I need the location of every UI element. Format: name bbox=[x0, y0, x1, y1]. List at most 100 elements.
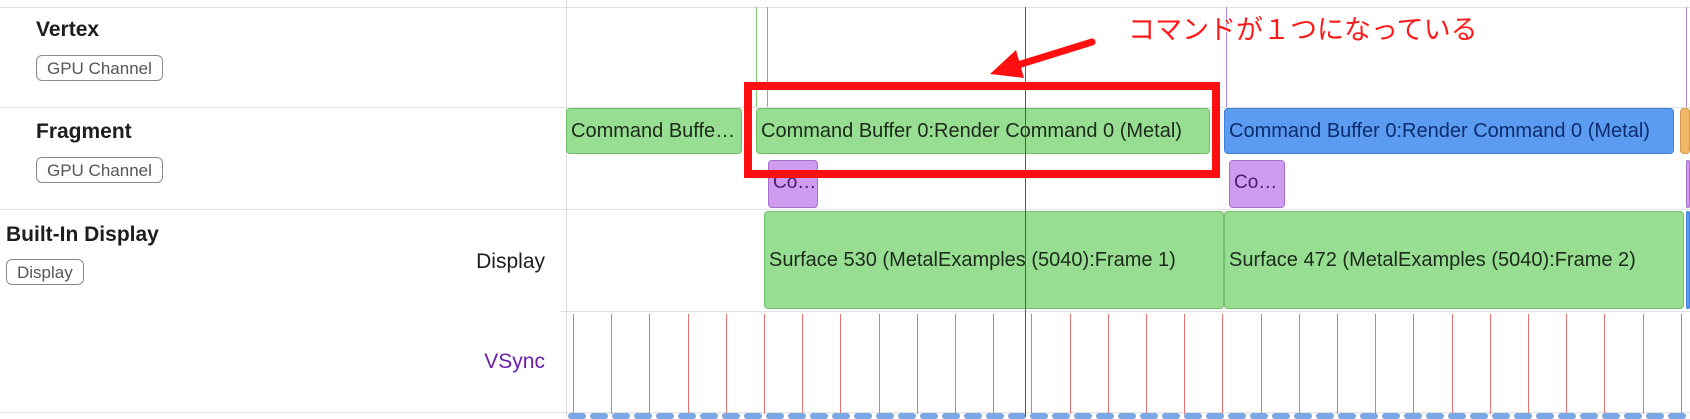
vsync-tick[interactable] bbox=[1452, 314, 1453, 414]
vsync-tick[interactable] bbox=[764, 314, 765, 414]
vsync-tick[interactable] bbox=[1413, 314, 1414, 414]
footer-cell bbox=[1184, 413, 1202, 419]
vsync-tick[interactable] bbox=[1222, 314, 1223, 414]
vertex-track-title: Vertex bbox=[36, 18, 100, 41]
vsync-tick[interactable] bbox=[917, 314, 918, 414]
footer-cell bbox=[678, 413, 696, 419]
footer-cell bbox=[1206, 413, 1224, 419]
vsync-tick[interactable] bbox=[573, 314, 574, 414]
footer-cell bbox=[1162, 413, 1180, 419]
footer-cell bbox=[656, 413, 674, 419]
vsync-tick[interactable] bbox=[611, 314, 612, 414]
playhead-cursor[interactable] bbox=[1025, 7, 1026, 417]
vsync-tick[interactable] bbox=[726, 314, 727, 414]
footer-cell bbox=[1294, 413, 1312, 419]
footer-cell bbox=[1096, 413, 1114, 419]
vsync-tick[interactable] bbox=[1184, 314, 1185, 414]
footer-cell bbox=[1118, 413, 1136, 419]
footer-cell bbox=[1448, 413, 1466, 419]
vsync-tick[interactable] bbox=[1566, 314, 1567, 414]
vertex-marker[interactable] bbox=[756, 7, 757, 107]
annotation-text: コマンドが１つになっている bbox=[1128, 15, 1478, 45]
fragment-command-block[interactable]: Command Buffer 0:Render Command 0 (Metal… bbox=[756, 108, 1210, 154]
display-surface-block[interactable]: Surface 530 (MetalExamples (5040):Frame … bbox=[764, 211, 1224, 309]
vsync-tick[interactable] bbox=[879, 314, 880, 414]
footer-cell bbox=[1536, 413, 1554, 419]
vsync-tick[interactable] bbox=[1375, 314, 1376, 414]
footer-cell bbox=[612, 413, 630, 419]
footer-cell bbox=[810, 413, 828, 419]
footer-cell bbox=[964, 413, 982, 419]
fragment-command-block[interactable]: Command Buffer 0:Render Command 0 (Metal… bbox=[566, 108, 742, 154]
display-surface-block[interactable]: Surface 472 (MetalExamples (5040):Frame … bbox=[1224, 211, 1684, 309]
footer-cell bbox=[1338, 413, 1356, 419]
footer-cell bbox=[1580, 413, 1598, 419]
footer-cell bbox=[788, 413, 806, 419]
footer-cell bbox=[766, 413, 784, 419]
vertex-marker[interactable] bbox=[1686, 7, 1687, 107]
vsync-tick[interactable] bbox=[1299, 314, 1300, 414]
footer-cell bbox=[1624, 413, 1642, 419]
footer-cell bbox=[744, 413, 762, 419]
vertex-marker[interactable] bbox=[1226, 7, 1227, 107]
fragment-command-block-edge[interactable] bbox=[1680, 108, 1690, 154]
display-surface-block-edge[interactable] bbox=[1686, 211, 1690, 309]
vsync-tick[interactable] bbox=[1490, 314, 1491, 414]
display-track-title: Built-In Display bbox=[6, 223, 159, 246]
footer-cell bbox=[920, 413, 938, 419]
footer-cell bbox=[854, 413, 872, 419]
footer-cell bbox=[634, 413, 652, 419]
track-divider-vertex bbox=[0, 107, 1690, 108]
vsync-tick[interactable] bbox=[688, 314, 689, 414]
vsync-tick[interactable] bbox=[1604, 314, 1605, 414]
vsync-tick[interactable] bbox=[1108, 314, 1109, 414]
annotation-highlight-box bbox=[744, 82, 1220, 178]
footer-cell bbox=[1074, 413, 1092, 419]
vsync-tick[interactable] bbox=[1643, 314, 1644, 414]
bottom-border bbox=[0, 412, 1690, 413]
fragment-gpu-channel-badge: GPU Channel bbox=[36, 157, 163, 183]
vsync-tick[interactable] bbox=[1528, 314, 1529, 414]
vsync-tick[interactable] bbox=[649, 314, 650, 414]
footer-cell bbox=[942, 413, 960, 419]
vsync-tick[interactable] bbox=[993, 314, 994, 414]
vertex-marker[interactable] bbox=[767, 7, 768, 107]
footer-cell bbox=[1008, 413, 1026, 419]
vsync-tick[interactable] bbox=[1337, 314, 1338, 414]
display-sublane-label: Display bbox=[476, 250, 545, 273]
footer-cell bbox=[1514, 413, 1532, 419]
vsync-tick[interactable] bbox=[1681, 314, 1682, 414]
footer-cell bbox=[1316, 413, 1334, 419]
footer-cell bbox=[1602, 413, 1620, 419]
footer-cell bbox=[898, 413, 916, 419]
footer-cell bbox=[1382, 413, 1400, 419]
fragment-command-block[interactable]: Command Buffer 0:Render Command 0 (Metal… bbox=[1224, 108, 1674, 154]
footer-cell bbox=[1228, 413, 1246, 419]
label-pane-divider[interactable] bbox=[566, 0, 567, 417]
vsync-tick[interactable] bbox=[1070, 314, 1071, 414]
footer-cell bbox=[1250, 413, 1268, 419]
vsync-tick[interactable] bbox=[1031, 314, 1032, 414]
footer-cell bbox=[1668, 413, 1686, 419]
footer-cell bbox=[568, 413, 586, 419]
footer-cell bbox=[1558, 413, 1576, 419]
fragment-child-block[interactable]: Co… bbox=[768, 160, 818, 208]
display-badge: Display bbox=[6, 259, 84, 285]
fragment-child-block[interactable]: Co… bbox=[1229, 160, 1285, 208]
vsync-tick[interactable] bbox=[802, 314, 803, 414]
footer-cell bbox=[986, 413, 1004, 419]
footer-cell bbox=[1404, 413, 1422, 419]
track-divider-fragment bbox=[0, 209, 1690, 210]
footer-cell bbox=[1470, 413, 1488, 419]
footer-cell bbox=[1030, 413, 1048, 419]
footer-cell bbox=[1140, 413, 1158, 419]
vertex-gpu-channel-badge: GPU Channel bbox=[36, 55, 163, 81]
footer-cell bbox=[1426, 413, 1444, 419]
footer-cell bbox=[722, 413, 740, 419]
vsync-tick[interactable] bbox=[1146, 314, 1147, 414]
vsync-tick[interactable] bbox=[840, 314, 841, 414]
vsync-tick[interactable] bbox=[955, 314, 956, 414]
fragment-child-block-edge[interactable] bbox=[1686, 160, 1690, 208]
vsync-tick[interactable] bbox=[1261, 314, 1262, 414]
footer-cell bbox=[1646, 413, 1664, 419]
